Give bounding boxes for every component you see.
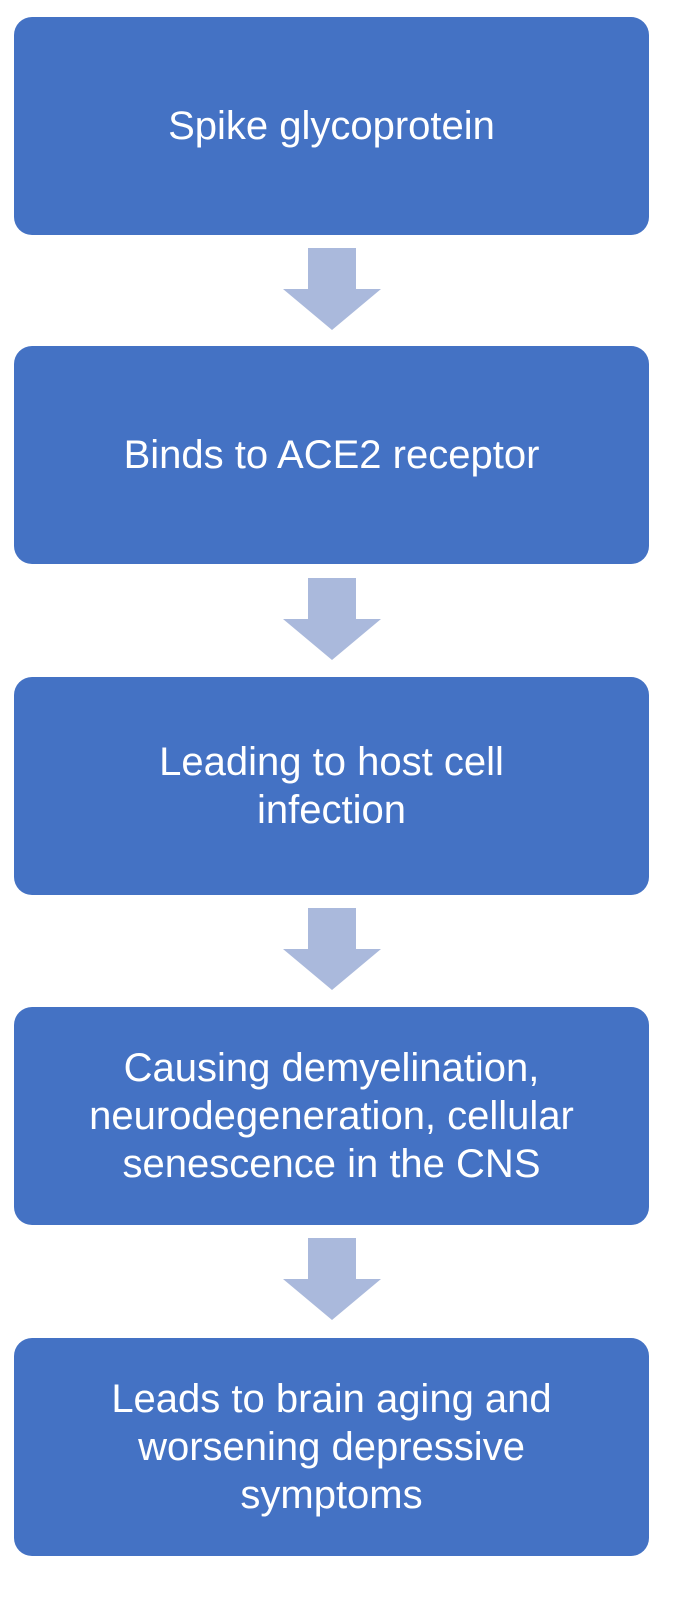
flow-step-label: Causing demyelination, neurodegeneration… — [89, 1046, 574, 1186]
flow-step-label: Binds to ACE2 receptor — [123, 433, 540, 477]
flow-step-host-cell-infection: Leading to host cell infection — [14, 677, 649, 895]
down-arrow-icon — [283, 908, 381, 990]
flow-step-label: Leads to brain aging and worsening depre… — [111, 1377, 552, 1517]
flow-step-spike-glycoprotein: Spike glycoprotein — [14, 17, 649, 235]
flow-step-binds-ace2: Binds to ACE2 receptor — [14, 346, 649, 564]
flow-step-demyelination: Causing demyelination, neurodegeneration… — [14, 1007, 649, 1225]
down-arrow-icon — [283, 1238, 381, 1320]
down-arrow-icon — [283, 248, 381, 330]
flow-step-label: Leading to host cell infection — [159, 740, 504, 832]
flow-step-brain-aging: Leads to brain aging and worsening depre… — [14, 1338, 649, 1556]
flow-step-label: Spike glycoprotein — [168, 104, 495, 148]
down-arrow-icon — [283, 578, 381, 660]
